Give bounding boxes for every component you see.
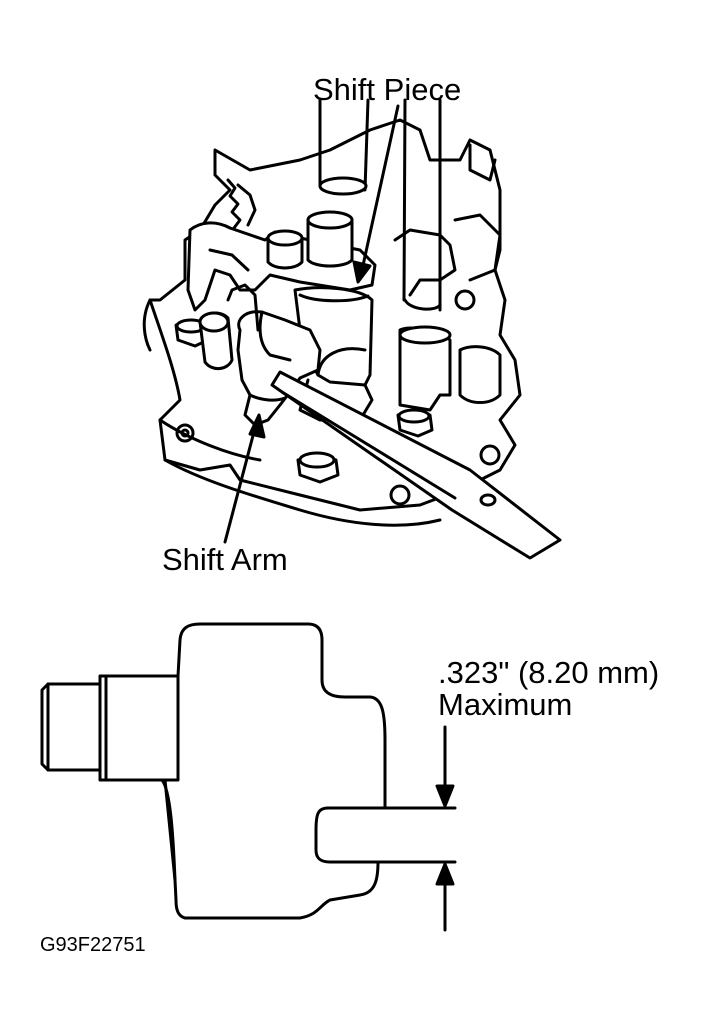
shift-piece-label: Shift Piece [313, 72, 462, 107]
shift-piece-arrowhead [352, 260, 372, 284]
dimension-arrowhead-bottom [435, 862, 455, 886]
figure-id: G93F22751 [40, 934, 146, 956]
shift-piece-profile [40, 622, 457, 920]
transmission-case [142, 98, 562, 560]
shift-piece-leader [360, 104, 400, 272]
clearance-spec-qualifier: Maximum [438, 687, 573, 722]
shift-arm-leader [223, 426, 257, 544]
shift-arm-arrowhead [248, 413, 266, 439]
dimension-arrows [435, 725, 455, 932]
shift-arm-label: Shift Arm [162, 542, 288, 577]
clearance-spec-value: .323" (8.20 mm) [438, 655, 660, 690]
dimension-arrowhead-top [435, 784, 455, 808]
leader-arrows [223, 104, 400, 544]
